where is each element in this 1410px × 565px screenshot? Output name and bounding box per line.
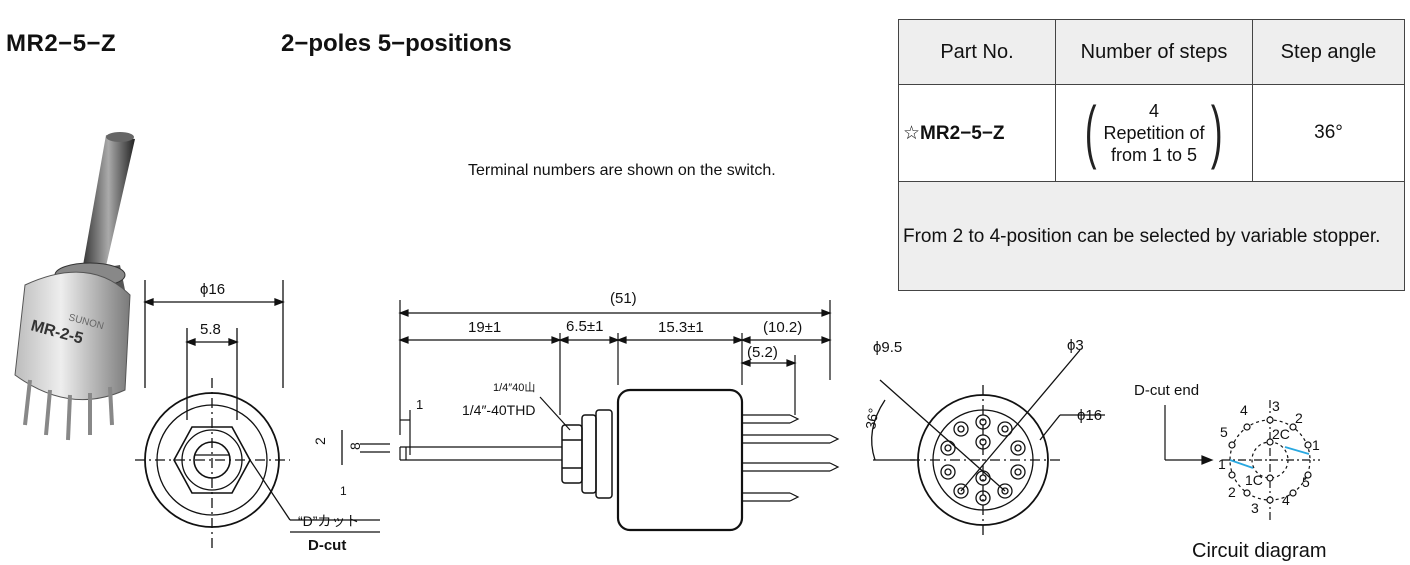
front-dim-b: 8 bbox=[347, 442, 363, 450]
angle-label: 36° bbox=[862, 407, 881, 431]
cell-step-angle: 36° bbox=[1252, 84, 1405, 182]
part-title: MR2−5−Z bbox=[6, 30, 117, 57]
left-paren: ( bbox=[1085, 91, 1097, 170]
dim-seg4: (10.2) bbox=[763, 319, 802, 336]
dim-seg3: 15.3±1 bbox=[658, 319, 704, 336]
thread-label: 1/4″-40THD bbox=[462, 402, 535, 418]
circuit-label-1-left: 1 bbox=[1218, 456, 1226, 472]
spec-data-row: ☆MR2−5−Z ( 4 Repetition of from 1 to 5 )… bbox=[898, 84, 1405, 182]
side-terminals bbox=[742, 414, 840, 502]
front-width-label: 5.8 bbox=[200, 321, 221, 338]
dcut-jp-label: “D”カット bbox=[298, 513, 359, 529]
thread-jp-label: 1/4″40山 bbox=[493, 381, 535, 394]
front-dim-c: 1 bbox=[340, 484, 347, 498]
pin-dia-label: ϕ3 bbox=[1067, 337, 1084, 354]
circuit-label-2-top: 2 bbox=[1295, 410, 1303, 426]
front-dim-a: 2 bbox=[312, 437, 328, 445]
dim-small: 1 bbox=[416, 397, 423, 412]
circuit-label-5-bottom: 5 bbox=[1302, 474, 1310, 490]
header-step-angle: Step angle bbox=[1252, 19, 1405, 85]
wiper-1c-arrow bbox=[1229, 459, 1254, 469]
dcut-end-label: D-cut end bbox=[1134, 382, 1200, 399]
circuit-label-1-right: 1 bbox=[1312, 437, 1320, 453]
circuit-diagram: 5 4 3 2 1 2C 1 1C 2 3 4 5 bbox=[1164, 398, 1320, 520]
front-view-drawing: ϕ16 5.8 “D”カット 2 8 1 bbox=[135, 280, 390, 550]
header-number-of-steps: Number of steps bbox=[1055, 19, 1253, 85]
circuit-label-2c: 2C bbox=[1272, 426, 1290, 442]
steps-bracket: ( 4 Repetition of from 1 to 5 ) bbox=[1085, 96, 1222, 166]
side-bushing bbox=[561, 409, 613, 499]
cell-remark: From 2 to 4-position can be selected by … bbox=[898, 181, 1405, 291]
terminal-pins bbox=[23, 379, 114, 441]
circuit-label-4-bottom: 4 bbox=[1282, 492, 1290, 508]
side-view-drawing: (51) 19±1 6.5±1 15.3±1 (10.2) (5.2) 1 1/… bbox=[398, 290, 840, 532]
steps-line2: Repetition of bbox=[1103, 122, 1205, 143]
shaft bbox=[82, 132, 135, 275]
circuit-label-1c: 1C bbox=[1245, 472, 1263, 488]
terminal-note: Terminal numbers are shown on the switch… bbox=[468, 162, 776, 179]
right-paren: ) bbox=[1211, 91, 1223, 170]
switch-photo: MR-2-5 SUNON bbox=[14, 132, 135, 441]
bottom-view-drawing: ϕ9.5 ϕ3 ϕ16 36° bbox=[862, 337, 1105, 535]
cell-steps: ( 4 Repetition of from 1 to 5 ) bbox=[1055, 84, 1253, 182]
circuit-label-3-bottom: 3 bbox=[1251, 500, 1259, 516]
spec-remark-row: From 2 to 4-position can be selected by … bbox=[898, 181, 1405, 291]
dcut-label: D-cut bbox=[308, 537, 347, 554]
front-dia-label: ϕ16 bbox=[200, 281, 225, 298]
cell-part-no: ☆MR2−5−Z bbox=[898, 84, 1056, 182]
spec-table: Part No. Number of steps Step angle ☆MR2… bbox=[898, 19, 1405, 291]
wiper-2c-arrow bbox=[1284, 446, 1310, 455]
dim-total: (51) bbox=[610, 290, 637, 307]
side-shaft bbox=[399, 446, 562, 461]
circuit-label-2-bottom: 2 bbox=[1228, 484, 1236, 500]
dim-seg1: 19±1 bbox=[468, 319, 501, 336]
circuit-label-3-top: 3 bbox=[1272, 398, 1280, 414]
dim-seg5: (5.2) bbox=[747, 344, 778, 361]
dim-seg2: 6.5±1 bbox=[566, 318, 603, 335]
circuit-label-4-top: 4 bbox=[1240, 402, 1248, 418]
steps-line3: from 1 to 5 bbox=[1110, 144, 1198, 165]
circuit-caption: Circuit diagram bbox=[1192, 540, 1327, 562]
circuit-label-5-top: 5 bbox=[1220, 424, 1228, 440]
poles-title: 2−poles 5−positions bbox=[281, 30, 512, 57]
bottom-dia-label: ϕ16 bbox=[1077, 407, 1102, 424]
steps-line1: 4 bbox=[1148, 100, 1159, 121]
spec-header-row: Part No. Number of steps Step angle bbox=[898, 19, 1405, 85]
header-part-no: Part No. bbox=[898, 19, 1056, 85]
side-body bbox=[616, 388, 744, 532]
switch-body: MR-2-5 SUNON bbox=[14, 271, 131, 401]
pcd-label: ϕ9.5 bbox=[873, 339, 902, 356]
